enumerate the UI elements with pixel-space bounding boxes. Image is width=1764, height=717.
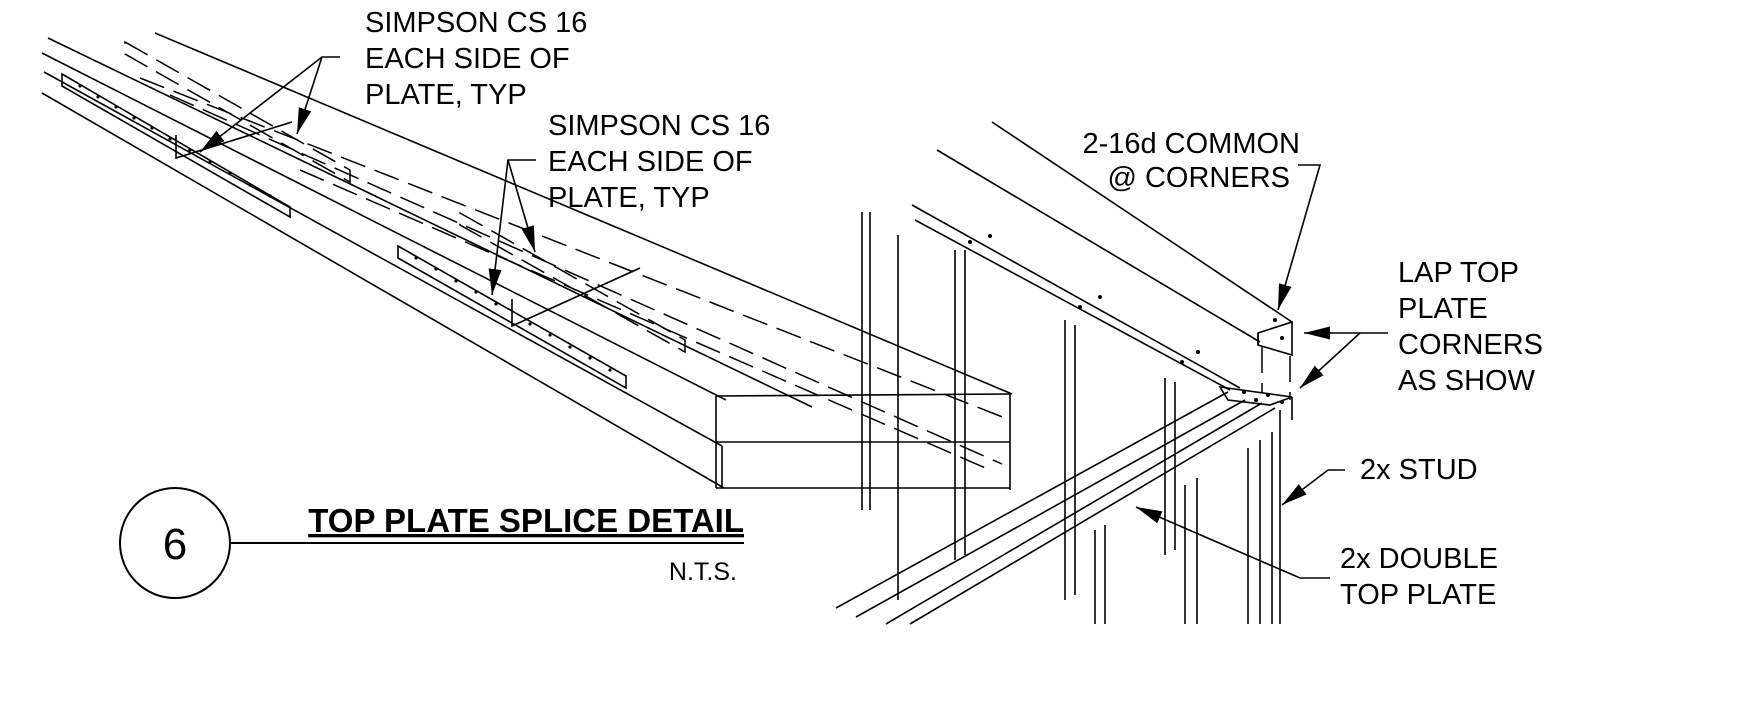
note-simpson-mid-line3: PLATE, TYP	[548, 182, 710, 214]
detail-scale: N.T.S.	[669, 558, 737, 586]
note-simpson-top-line2: EACH SIDE OF	[365, 43, 570, 75]
note-simpson-mid-line2: EACH SIDE OF	[548, 146, 753, 178]
note-simpson-mid-line1: SIMPSON CS 16	[548, 110, 770, 142]
note-lap-line2: PLATE	[1398, 293, 1488, 325]
detail-tag: 6 TOP PLATE SPLICE DETAIL N.T.S.	[119, 487, 744, 599]
corner-isometric	[835, 121, 1388, 625]
note-lap-line4: AS SHOW	[1398, 365, 1536, 397]
splice-isometric	[41, 32, 1013, 490]
corner-nails	[968, 234, 1284, 404]
note-simpson-top-line1: SIMPSON CS 16	[365, 7, 587, 39]
detail-title: TOP PLATE SPLICE DETAIL	[308, 502, 744, 539]
strap-nails	[78, 84, 612, 372]
note-simpson-top-line3: PLATE, TYP	[365, 79, 527, 111]
note-lap-line3: CORNERS	[1398, 329, 1543, 361]
note-nails-line2: @ CORNERS	[1107, 162, 1290, 194]
note-double-plate-line2: TOP PLATE	[1340, 579, 1496, 611]
note-stud: 2x STUD	[1360, 454, 1478, 486]
note-nails-line1: 2-16d COMMON	[1082, 128, 1300, 160]
note-lap-line1: LAP TOP	[1398, 257, 1519, 289]
note-double-plate-line1: 2x DOUBLE	[1340, 543, 1498, 575]
detail-number: 6	[163, 520, 187, 569]
